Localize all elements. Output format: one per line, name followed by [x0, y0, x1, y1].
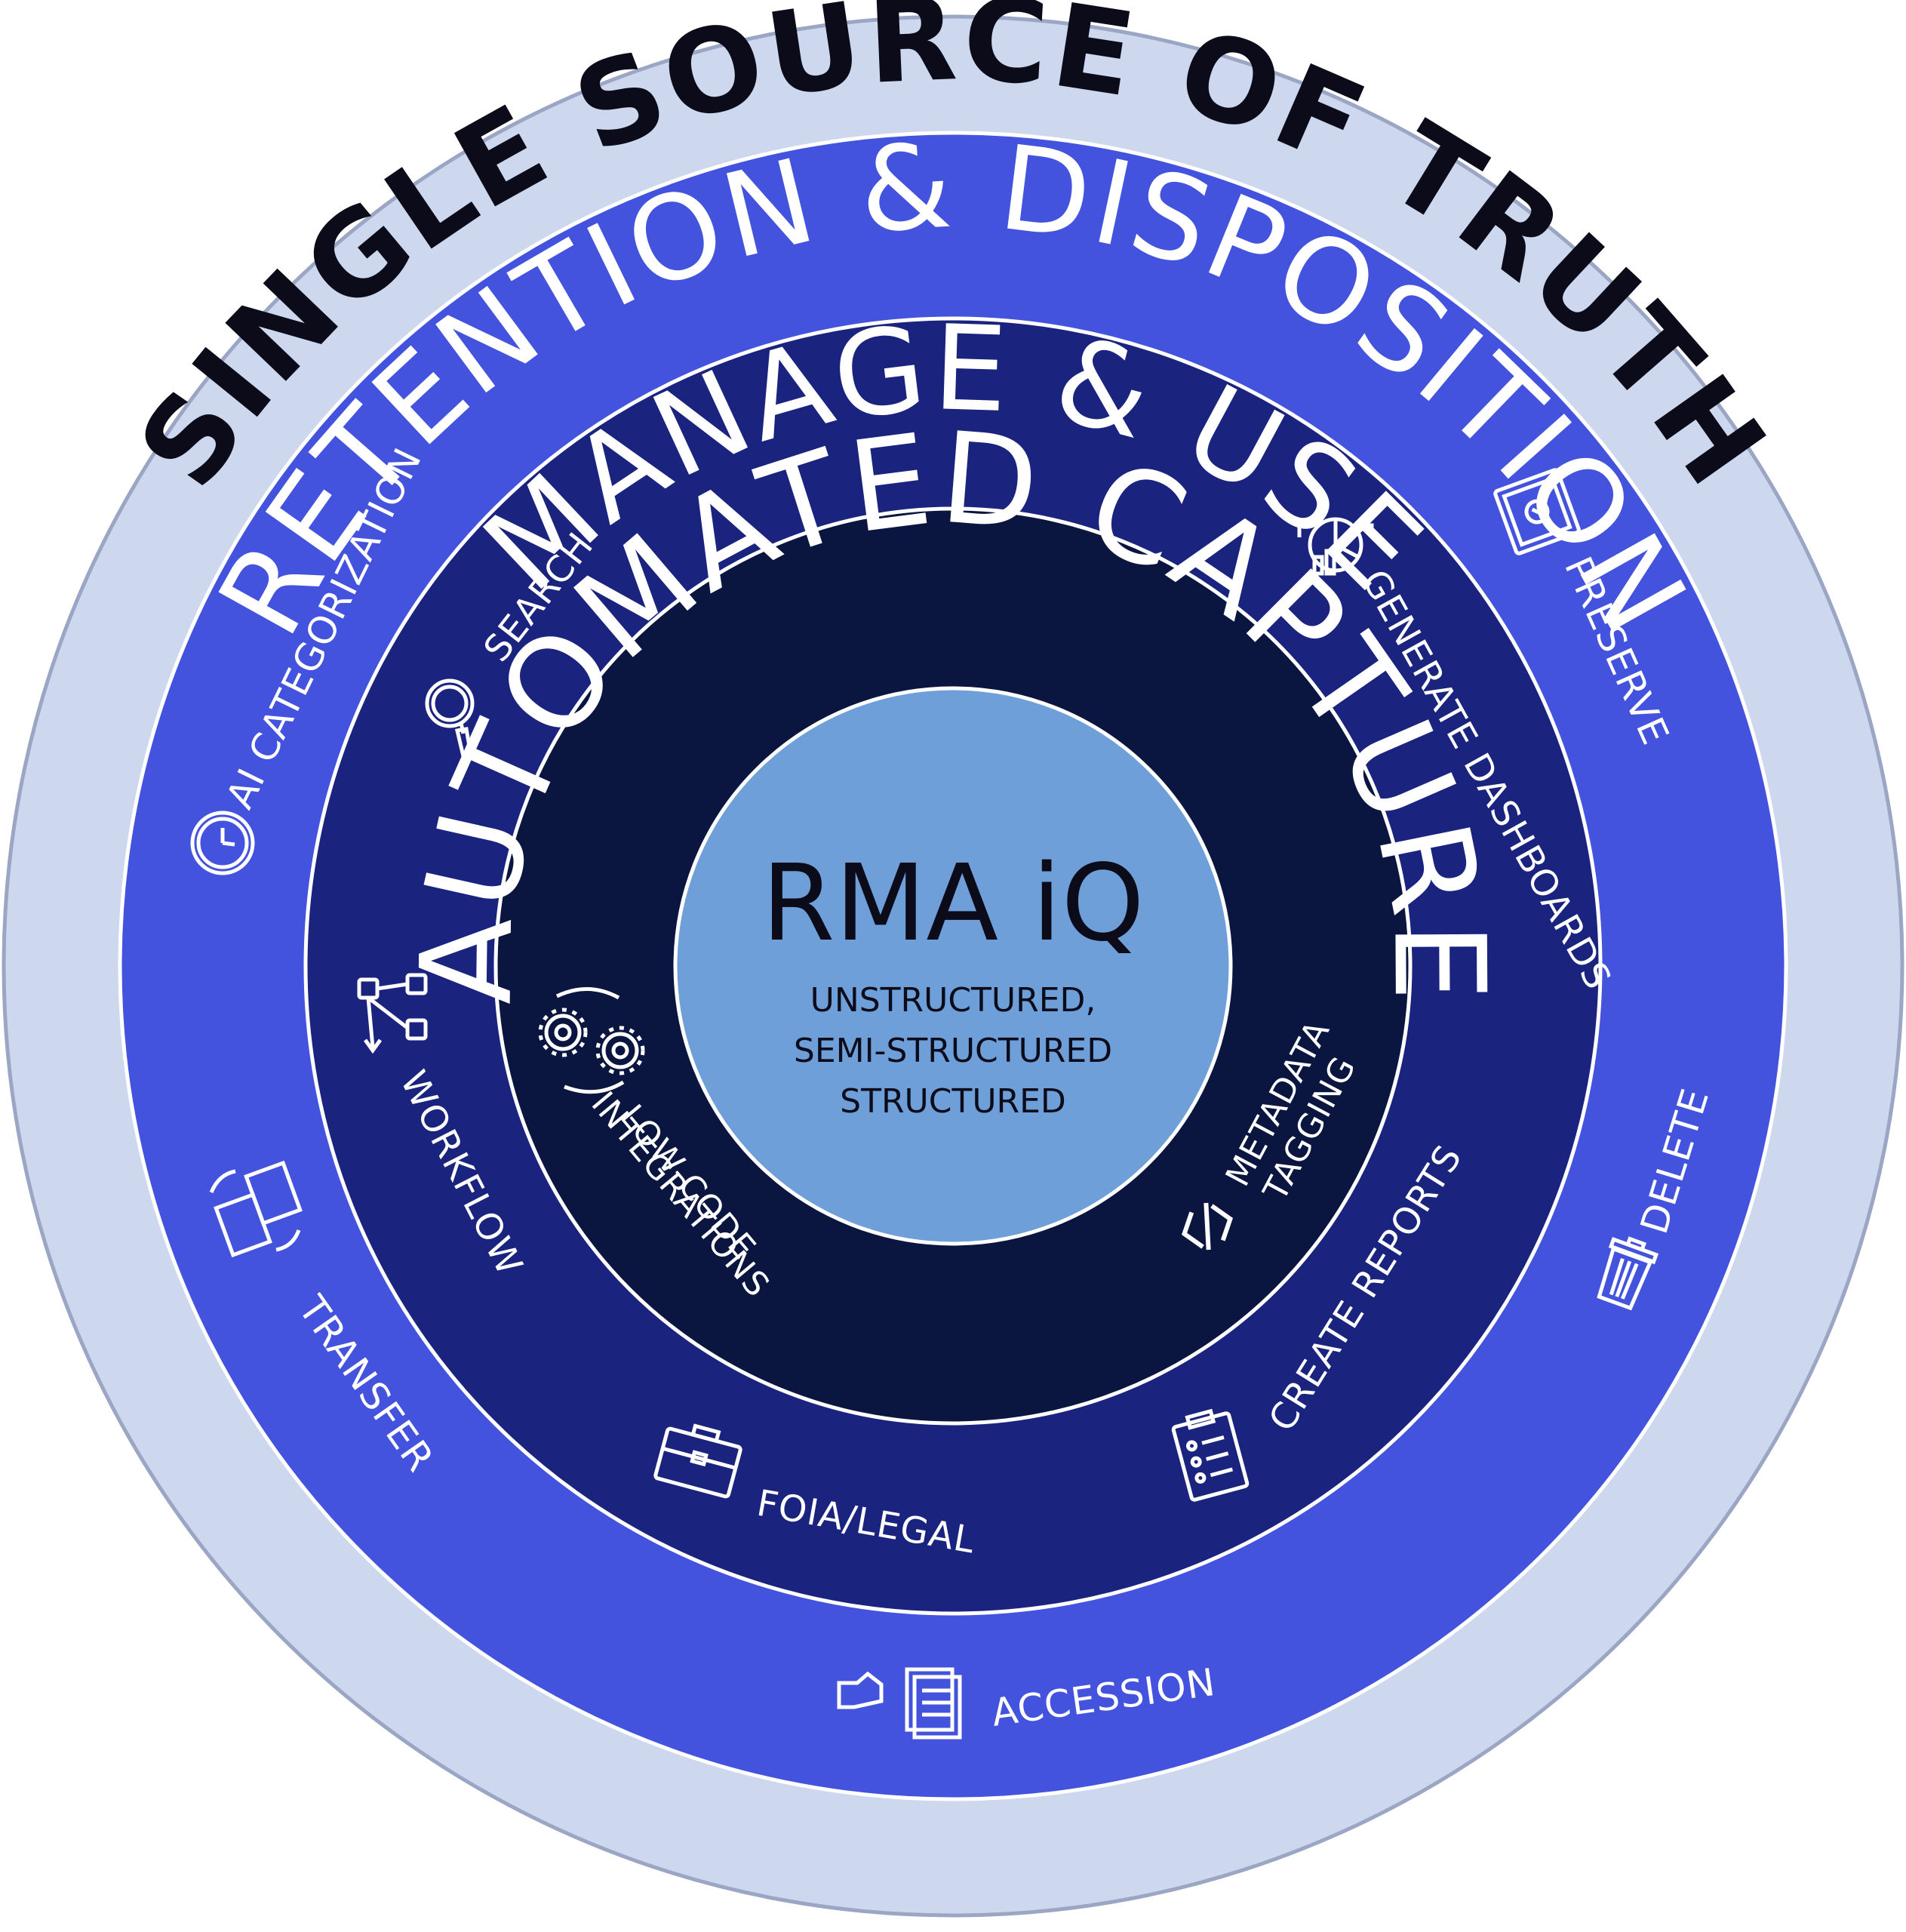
core-type-line-2: SEMI-STRUCTURED — [794, 1032, 1112, 1070]
clipboard-icon — [1171, 1408, 1250, 1502]
core-title: RMA iQ — [761, 842, 1144, 965]
gears-icon — [538, 987, 645, 1094]
core-circle — [673, 686, 1233, 1246]
transfer-files-icon — [209, 1160, 303, 1258]
clock-icon — [190, 811, 255, 875]
code-icon — [1181, 1202, 1234, 1251]
core-type-line-3: STRUCTURED — [840, 1082, 1066, 1121]
core-type-line-1: UNSTRUCTURED, — [810, 981, 1096, 1020]
magnifier-icon — [425, 678, 475, 758]
trash-icon — [1597, 1236, 1659, 1311]
hand-documents-icon — [837, 1667, 962, 1740]
dashboard-chart-icon — [1297, 517, 1374, 576]
briefcase-icon — [653, 1423, 742, 1499]
safe-icon — [1493, 468, 1581, 555]
workflow-icon — [357, 973, 428, 1054]
